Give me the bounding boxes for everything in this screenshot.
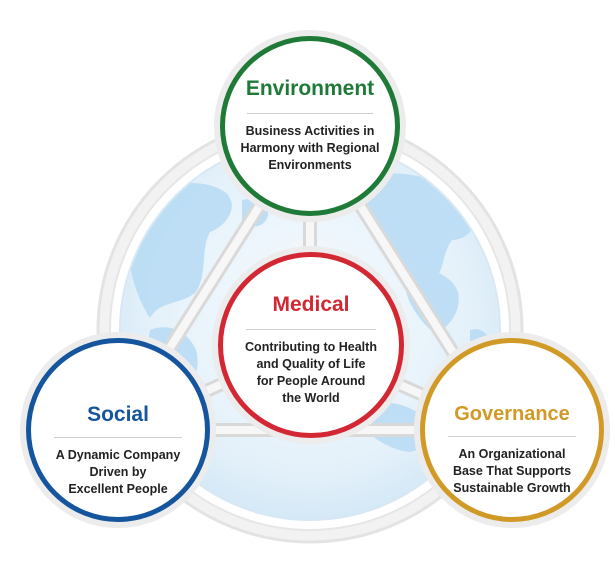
environment-node: Environment Business Activities in Harmo… [220,36,400,216]
description-line: the World [282,391,340,405]
governance-title: Governance [454,403,570,425]
description-line: Driven by [89,465,147,479]
social-node: Social A Dynamic Company Driven by Excel… [26,338,210,522]
description-line: for People Around [256,374,366,388]
description-line: Contributing to Health [245,340,377,354]
medical-divider [246,329,376,330]
governance-node: Governance An Organizational Base That S… [420,338,604,522]
governance-description: An Organizational Base That Supports Sus… [453,446,571,497]
governance-divider [448,436,576,437]
description-line: Environments [268,158,352,172]
description-line: Business Activities in [245,124,375,138]
social-title: Social [87,403,149,426]
social-divider [54,437,182,438]
description-line: An Organizational [458,447,566,461]
medical-title: Medical [272,293,350,316]
environment-description: Business Activities in Harmony with Regi… [241,123,380,174]
description-line: Sustainable Growth [453,481,571,495]
description-line: Base That Supports [452,464,572,478]
environment-title: Environment [245,77,375,100]
description-line: A Dynamic Company [55,448,181,462]
description-line: Excellent People [68,482,168,496]
environment-divider [247,113,373,114]
description-line: Harmony with Regional [240,141,380,155]
social-description: A Dynamic Company Driven by Excellent Pe… [56,447,181,498]
medical-node: Medical Contributing to Health and Quali… [218,252,404,438]
medical-description: Contributing to Health and Quality of Li… [245,339,377,407]
description-line: and Quality of Life [256,357,366,371]
